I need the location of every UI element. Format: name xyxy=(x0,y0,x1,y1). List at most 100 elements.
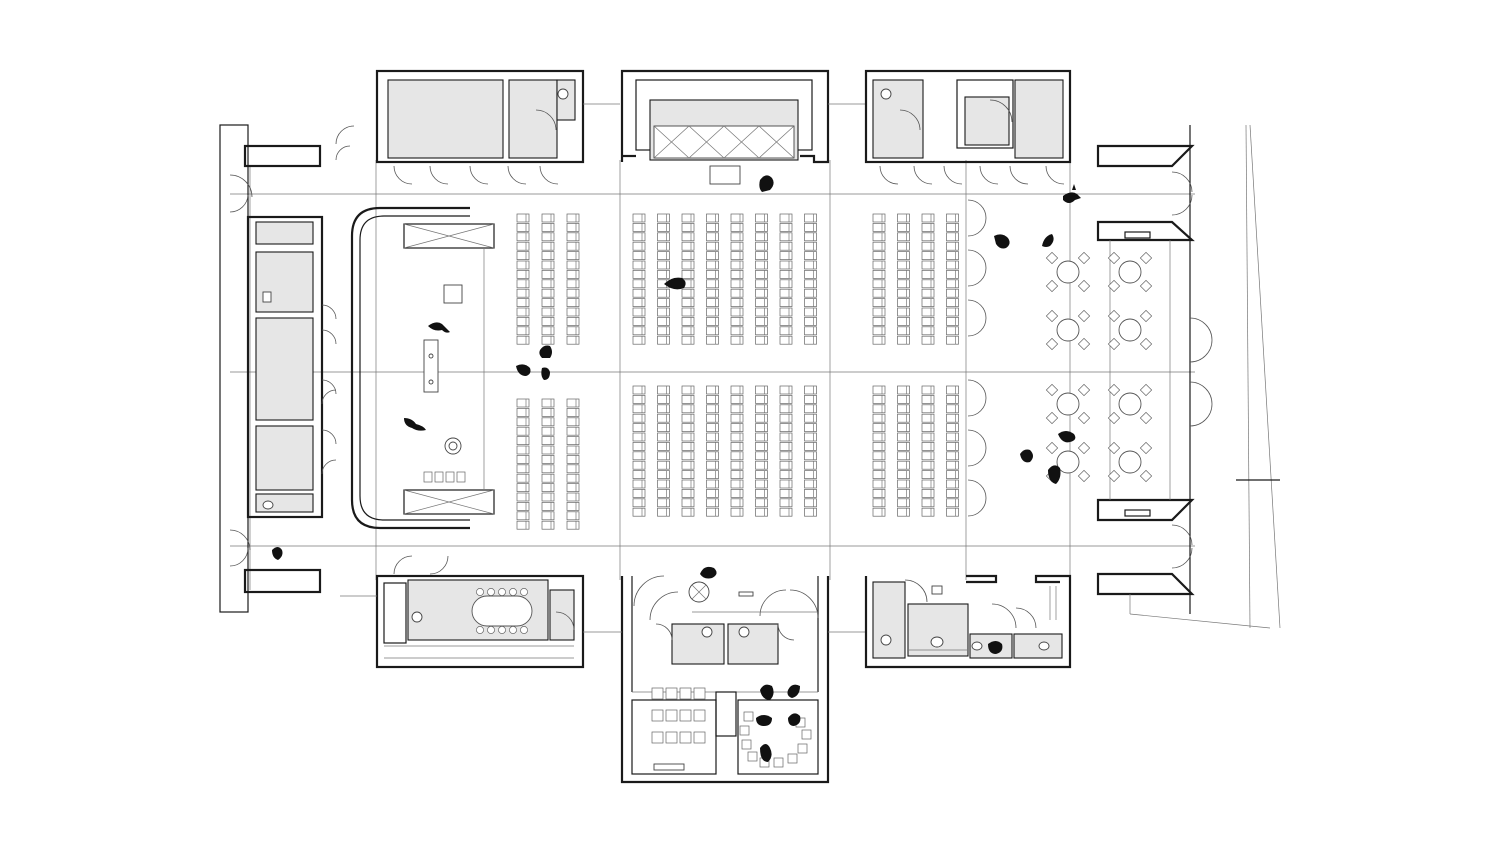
person-icon xyxy=(1020,449,1033,463)
person-icon xyxy=(541,367,550,380)
chair-icon xyxy=(804,223,817,232)
chair-icon xyxy=(681,451,695,461)
chair-icon xyxy=(566,213,580,223)
chair-icon xyxy=(657,413,670,423)
chair-icon xyxy=(897,270,910,279)
chair-icon xyxy=(804,232,817,242)
chair-icon xyxy=(779,326,793,336)
chair-icon xyxy=(632,335,646,345)
chair-icon xyxy=(946,251,959,260)
chair-icon xyxy=(1107,441,1121,455)
chair-icon xyxy=(706,223,719,232)
chair-icon xyxy=(921,270,935,279)
chair-icon xyxy=(632,288,646,298)
person-icon xyxy=(1063,184,1081,203)
chair-icon xyxy=(779,335,793,345)
chair-icon xyxy=(755,385,768,395)
chair-icon xyxy=(921,423,935,432)
chair-icon xyxy=(897,298,910,307)
table-icon xyxy=(1118,260,1142,284)
chair-icon xyxy=(509,588,517,596)
table-icon xyxy=(1056,318,1080,342)
chair-icon xyxy=(897,460,910,470)
chair-icon xyxy=(566,317,580,326)
chair-icon xyxy=(946,335,959,345)
chair-icon xyxy=(779,489,793,498)
chair-icon xyxy=(706,442,719,451)
chair-icon xyxy=(872,270,886,279)
chair-icon xyxy=(632,442,646,451)
chair-icon xyxy=(779,460,793,470)
chair-icon xyxy=(632,213,646,223)
chair-icon xyxy=(755,288,768,298)
chair-icon xyxy=(1139,469,1153,483)
chair-icon xyxy=(487,626,495,634)
chair-icon xyxy=(516,445,530,455)
chair-icon xyxy=(1045,441,1059,455)
chair-icon xyxy=(872,404,886,414)
chair-icon xyxy=(779,251,793,260)
chair-icon xyxy=(1077,279,1091,293)
toilet-icon xyxy=(262,500,274,510)
chair-icon xyxy=(921,498,935,508)
chair-icon xyxy=(730,470,744,479)
chair-icon xyxy=(779,498,793,508)
chair-icon xyxy=(946,442,959,451)
chair-icon xyxy=(541,279,555,289)
chair-icon xyxy=(516,223,530,232)
chair-icon xyxy=(693,687,706,700)
chair-icon xyxy=(632,395,646,404)
chair-icon xyxy=(921,489,935,498)
chair-icon xyxy=(804,451,817,461)
chair-icon xyxy=(706,451,719,461)
chair-icon xyxy=(946,432,959,442)
chair-icon xyxy=(681,404,695,414)
chair-icon xyxy=(872,432,886,442)
chair-icon xyxy=(755,241,768,251)
chair-icon xyxy=(779,317,793,326)
table-icon xyxy=(1056,392,1080,416)
top-left-pod xyxy=(375,69,620,185)
chair-icon xyxy=(1045,309,1059,323)
chair-icon xyxy=(541,288,555,298)
chair-icon xyxy=(657,451,670,461)
chair-icon xyxy=(1107,251,1121,265)
chair-icon xyxy=(516,408,530,417)
chair-icon xyxy=(541,223,555,232)
chair-icon xyxy=(541,464,555,474)
chair-icon xyxy=(706,507,719,517)
chair-icon xyxy=(921,451,935,461)
chair-icon xyxy=(730,395,744,404)
table-icon xyxy=(1118,392,1142,416)
chair-icon xyxy=(632,451,646,461)
chair-icon xyxy=(679,731,692,744)
chair-icon xyxy=(1077,251,1091,265)
chair-icon xyxy=(665,709,678,722)
chair-icon xyxy=(897,479,910,489)
chair-icon xyxy=(872,335,886,345)
chair-icon xyxy=(1045,251,1059,265)
chair-icon xyxy=(730,241,744,251)
chair-icon xyxy=(516,298,530,307)
chair-icon xyxy=(897,432,910,442)
chair-icon xyxy=(706,241,719,251)
person-icon xyxy=(700,566,717,579)
table-icon xyxy=(1118,450,1142,474)
chair-icon xyxy=(773,757,784,768)
chair-icon xyxy=(730,251,744,260)
chair-icon xyxy=(946,404,959,414)
chair-icon xyxy=(921,470,935,479)
chair-icon xyxy=(872,451,886,461)
chair-icon xyxy=(706,404,719,414)
chair-icon xyxy=(566,492,580,502)
person-icon xyxy=(272,547,283,560)
chair-icon xyxy=(487,588,495,596)
chair-icon xyxy=(730,507,744,517)
chair-icon xyxy=(516,213,530,223)
chair-icon xyxy=(541,455,555,464)
chair-icon xyxy=(541,307,555,317)
chair-icon xyxy=(516,473,530,483)
chair-icon xyxy=(566,307,580,317)
chair-icon xyxy=(804,413,817,423)
chair-icon xyxy=(681,423,695,432)
